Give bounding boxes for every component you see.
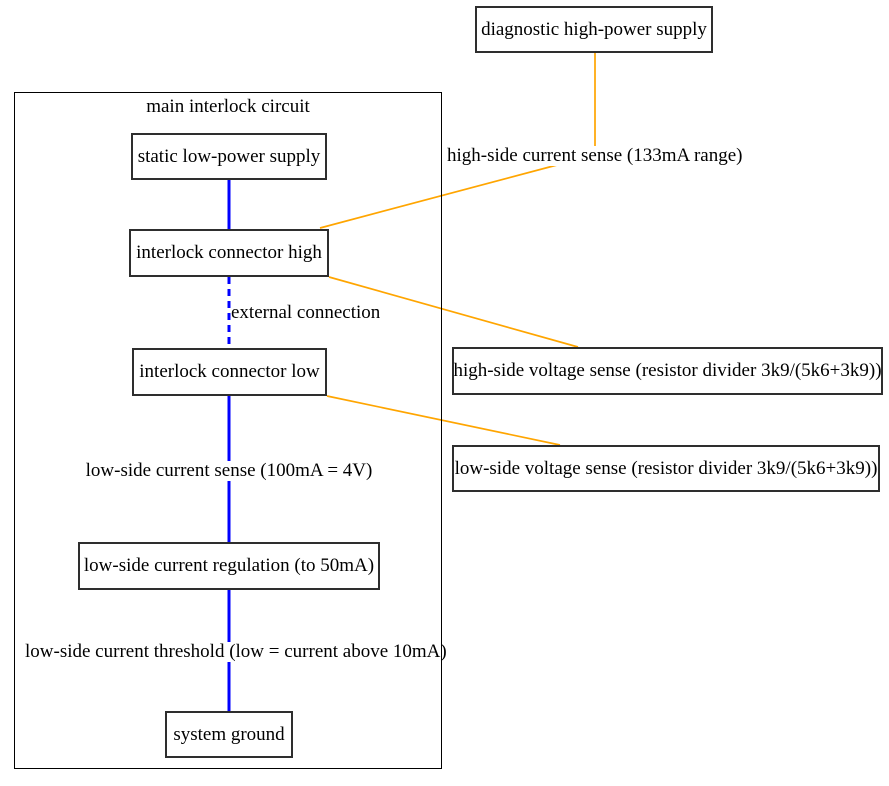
edge-connector-low-to-ls-voltage <box>326 395 561 446</box>
edge-label-low-side-current-sense: low-side current sense (100mA = 4V) <box>84 460 374 481</box>
edge-label-external-connection: external connection <box>231 302 381 323</box>
node-interlock-connector-low: interlock connector low <box>132 348 327 396</box>
edge-diagnostic-to-connector-high <box>319 164 558 229</box>
node-high-side-voltage-sense: high-side voltage sense (resistor divide… <box>452 347 883 395</box>
edge-connector-high-to-hs-voltage <box>328 276 579 348</box>
node-static-low-power-supply: static low-power supply <box>131 133 327 180</box>
node-system-ground: system ground <box>165 711 293 758</box>
main-interlock-circuit-frame <box>14 92 442 769</box>
node-low-side-current-regulation: low-side current regulation (to 50mA) <box>78 542 380 590</box>
cluster-title: main interlock circuit <box>146 96 310 117</box>
node-diagnostic-high-power-supply: diagnostic high-power supply <box>475 6 713 53</box>
edge-label-low-side-current-threshold: low-side current threshold (low = curren… <box>25 641 447 662</box>
node-low-side-voltage-sense: low-side voltage sense (resistor divider… <box>452 445 880 492</box>
node-interlock-connector-high: interlock connector high <box>129 229 329 277</box>
edge-label-high-side-current-sense: high-side current sense (133mA range) <box>447 145 743 166</box>
